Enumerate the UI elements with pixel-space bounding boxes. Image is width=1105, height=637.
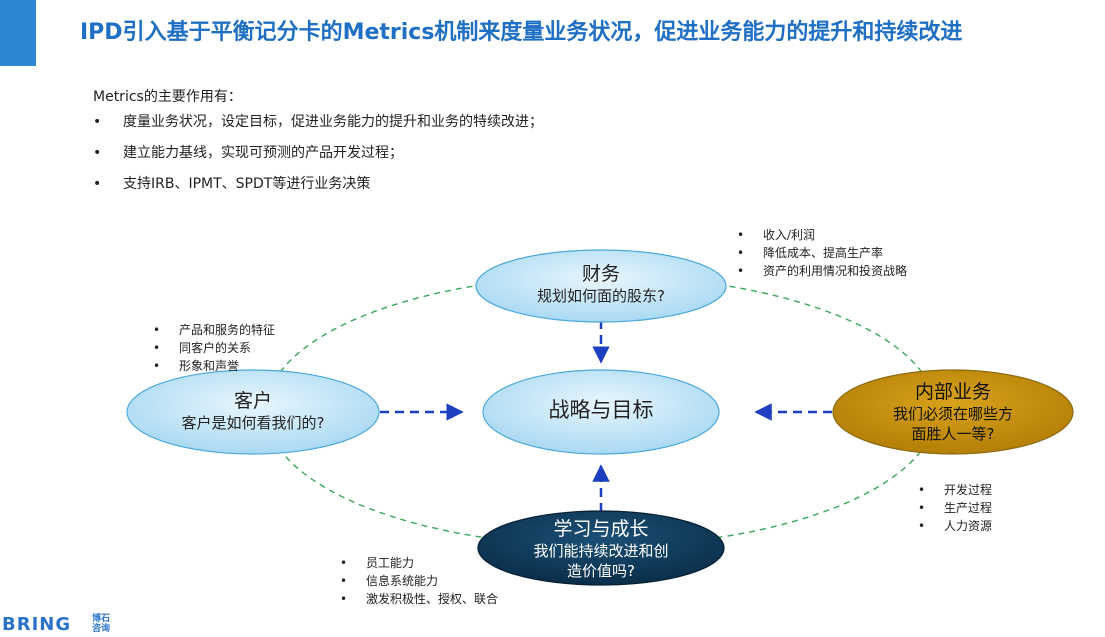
bullet-list: 度量业务状况，设定目标，促进业务能力的提升和业务的特续改进； 建立能力基线，实现… [93,112,543,205]
finance-point: 收入/利润 [737,226,907,244]
page-title: IPD引入基于平衡记分卡的Metrics机制来度量业务状况，促进业务能力的提升和… [80,20,963,45]
customer-title: 客户 [233,390,272,412]
internal-point: 人力资源 [918,517,992,535]
bullet-item: 建立能力基线，实现可预测的产品开发过程； [93,143,543,174]
customer-label: 客户 客户是如何看我们的? [150,389,356,433]
internal-oval [832,369,1074,455]
learning-oval [477,510,725,586]
finance-title: 财务 [581,263,620,285]
learning-point: 信息系统能力 [340,572,498,590]
center-oval [482,369,720,455]
learning-point: 激发积极性、授权、联合 [340,590,498,608]
internal-point: 开发过程 [918,481,992,499]
brand-logo-mark-line: 咨询 [92,624,111,634]
center-title: 战略与目标 [548,398,654,422]
learning-label: 学习与成长 我们能持续改进和创 造价值吗? [500,517,702,581]
finance-point: 资产的利用情况和投资战略 [737,262,907,280]
internal-title: 内部业务 [914,381,991,403]
learning-points: 员工能力 信息系统能力 激发积极性、授权、联合 [340,554,498,608]
learning-question-line2: 造价值吗? [567,562,635,580]
brand-logo-mark-line: 博石 [92,614,111,624]
customer-points: 产品和服务的特征 同客户的关系 形象和声誉 [153,321,275,375]
learning-question-line1: 我们能持续改进和创 [533,542,669,560]
finance-oval [475,249,727,323]
intro-text: Metrics的主要作用有： [93,89,242,105]
bullet-item: 度量业务状况，设定目标，促进业务能力的提升和业务的特续改进； [93,112,543,143]
customer-point: 产品和服务的特征 [153,321,275,339]
internal-label: 内部业务 我们必须在哪些方 面胜人一等? [853,380,1053,444]
finance-label: 财务 规划如何面的股东? [500,262,702,306]
internal-question-line1: 我们必须在哪些方 [892,405,1013,423]
brand-logo: BRING [2,614,72,635]
brand-logo-mark: 博石 咨询 [92,614,110,634]
finance-question: 规划如何面的股东? [537,287,665,305]
customer-point: 同客户的关系 [153,339,275,357]
center-label: 战略与目标 [500,396,702,424]
internal-point: 生产过程 [918,499,992,517]
internal-points: 开发过程 生产过程 人力资源 [918,481,992,535]
bullet-item: 支持IRB、IPMT、SPDT等进行业务决策 [93,174,543,205]
learning-title: 学习与成长 [553,518,649,540]
customer-question: 客户是如何看我们的? [181,414,325,432]
customer-point: 形象和声誉 [153,357,275,375]
finance-point: 降低成本、提高生产率 [737,244,907,262]
finance-points: 收入/利润 降低成本、提高生产率 资产的利用情况和投资战略 [737,226,907,280]
internal-question-line2: 面胜人一等? [911,425,995,443]
learning-point: 员工能力 [340,554,498,572]
accent-bar [0,0,36,66]
